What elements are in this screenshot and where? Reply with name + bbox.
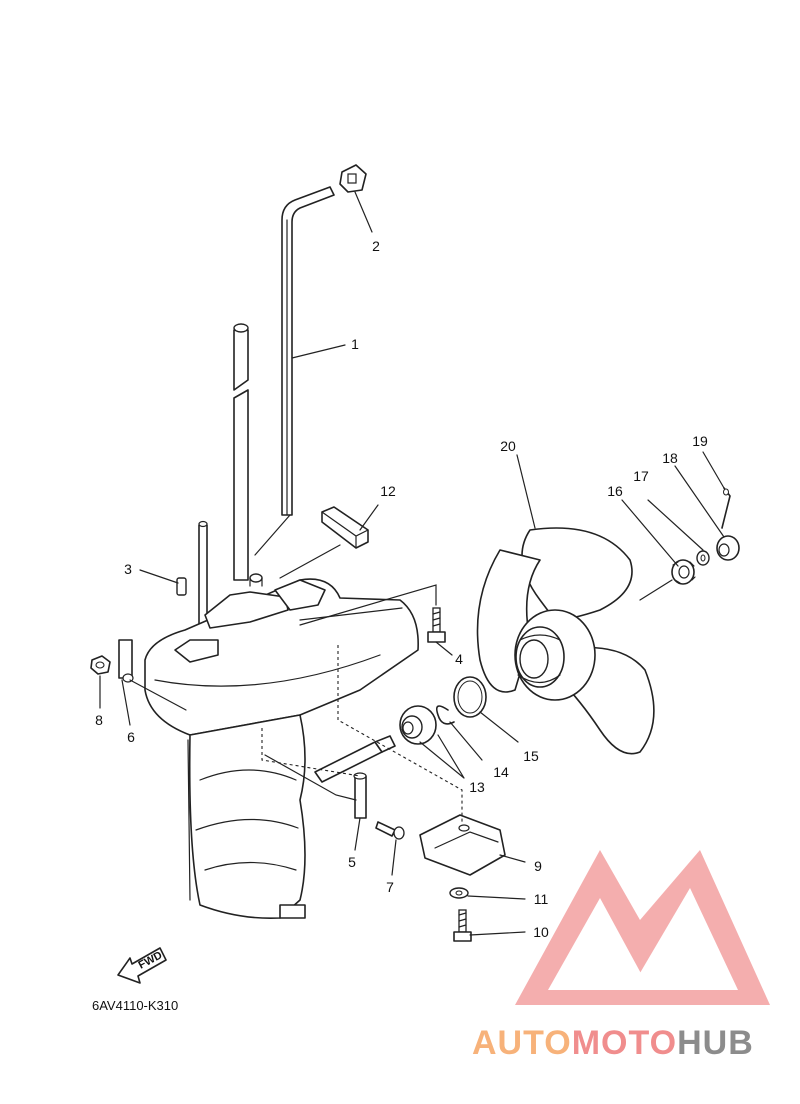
leader-lines	[99, 191, 725, 936]
bolt-4	[427, 607, 446, 643]
clip-bracket-6	[118, 639, 134, 683]
callout-19: 19	[692, 433, 708, 449]
propeller-20	[476, 527, 655, 755]
seal-housing-13	[399, 705, 437, 745]
callout-13: 13	[469, 779, 485, 795]
callout-11: 11	[534, 891, 549, 907]
callout-1: 1	[351, 336, 359, 352]
diagram-code: 6AV4110-K310	[92, 998, 178, 1013]
fwd-arrow-icon: FWD	[117, 947, 167, 984]
spacer-block-12	[321, 506, 369, 549]
anode-9	[419, 814, 506, 876]
hidden-line-anode	[337, 645, 463, 822]
clip-bracket-5	[353, 772, 367, 819]
nut-18	[716, 535, 740, 561]
hidden-line-shaft	[261, 728, 361, 777]
drive-shaft	[233, 323, 249, 581]
washer-17	[696, 550, 710, 566]
callout-6: 6	[127, 729, 135, 745]
lower-casing	[144, 578, 419, 920]
o-ring-15	[453, 676, 487, 718]
callout-3: 3	[124, 561, 132, 577]
callout-7: 7	[386, 879, 394, 895]
deck-pin	[249, 573, 263, 587]
watermark-part-auto: AUTO	[472, 1024, 572, 1062]
bolt-10	[453, 909, 472, 942]
grommet	[339, 164, 367, 193]
callout-20: 20	[500, 438, 516, 454]
callout-9: 9	[534, 858, 542, 874]
callout-17: 17	[633, 468, 649, 484]
callout-16: 16	[607, 483, 623, 499]
callout-8: 8	[95, 712, 103, 728]
callout-12: 12	[380, 483, 396, 499]
callout-10: 10	[533, 924, 549, 940]
shift-rod	[281, 186, 335, 516]
callout-14: 14	[493, 764, 509, 780]
circlip-14	[435, 705, 455, 725]
watermark-part-hub: HUB	[677, 1024, 754, 1062]
screw-7	[375, 821, 405, 840]
callout-4: 4	[455, 651, 463, 667]
callout-15: 15	[523, 748, 539, 764]
watermark-text: AUTOMOTOHUB	[472, 1024, 754, 1062]
cotter-pin-19	[721, 487, 731, 529]
watermark-logo-icon	[515, 850, 770, 1005]
callout-18: 18	[662, 450, 678, 466]
callout-numbers: 1 2 3 4 5 6 7 8 9 10 11 12 13 14 15 16 1…	[95, 238, 708, 940]
callout-5: 5	[348, 854, 356, 870]
watermark-part-moto: MOTO	[572, 1024, 677, 1062]
dowel-pin	[176, 577, 187, 596]
nut-8	[90, 655, 111, 675]
callout-2: 2	[372, 238, 380, 254]
washer-11	[449, 887, 469, 899]
